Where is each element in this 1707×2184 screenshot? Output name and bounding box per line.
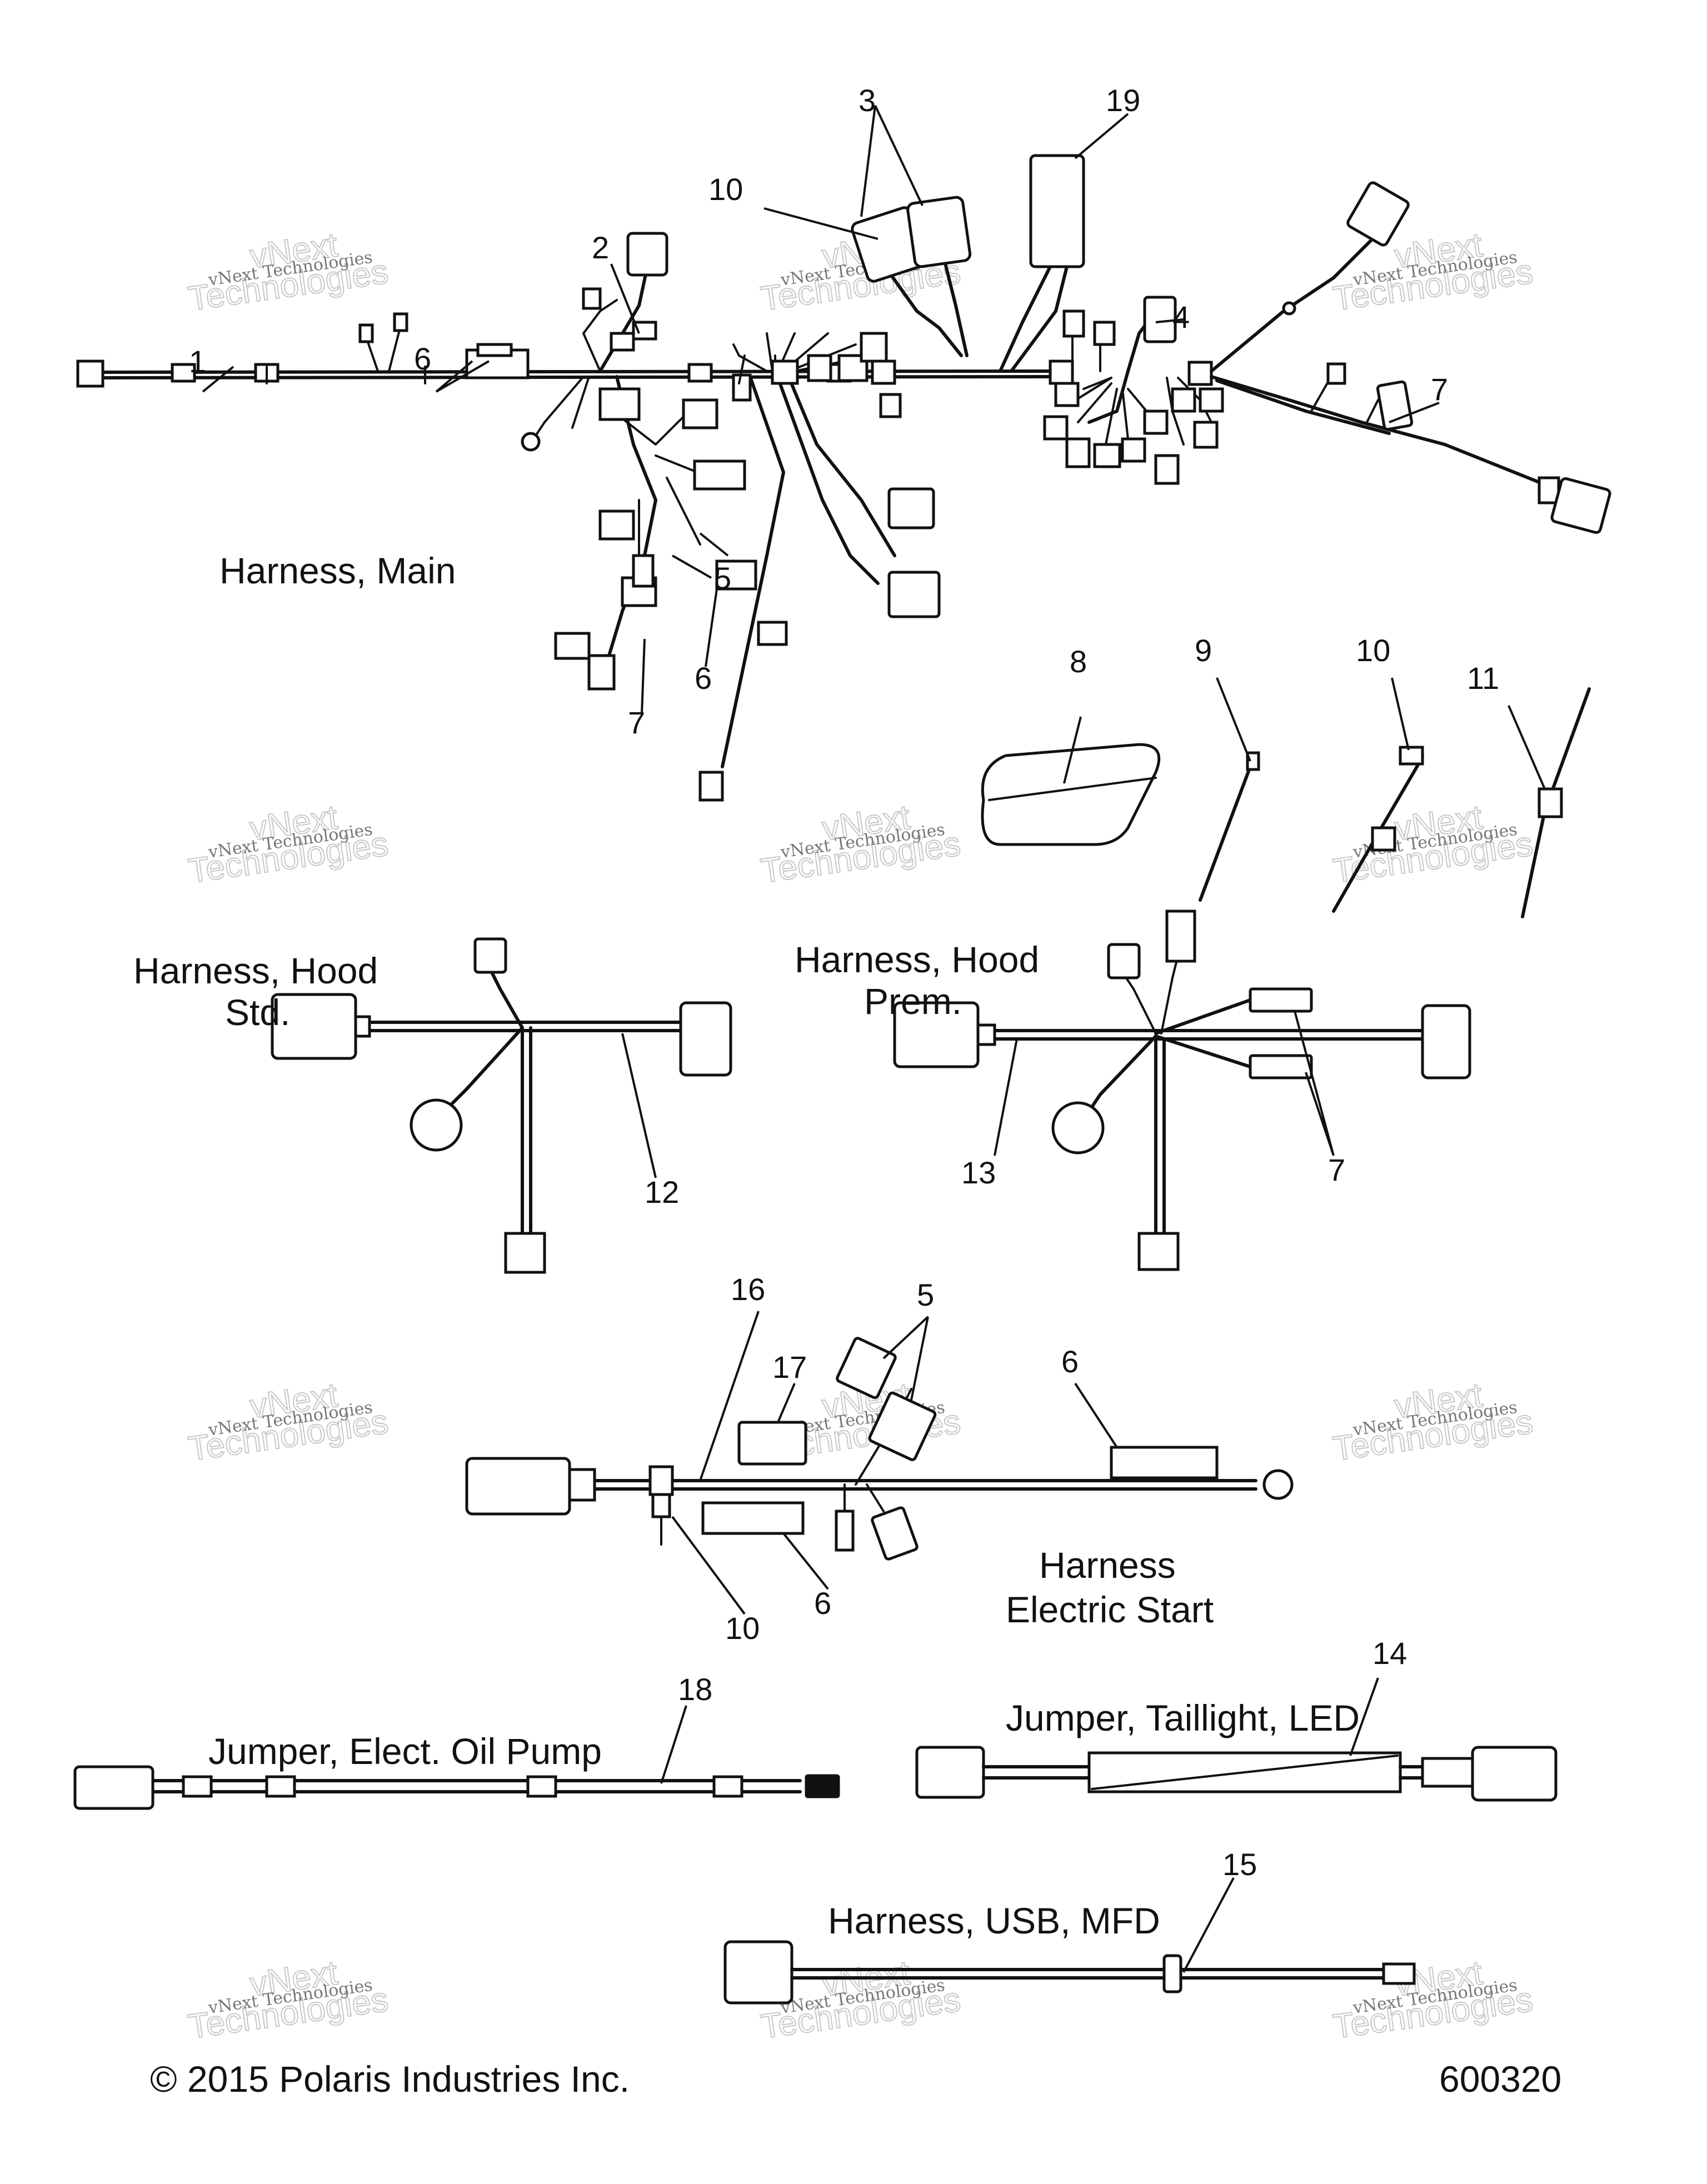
callout-18: 18 [678,1672,712,1707]
taillight-left-connector [915,1746,985,1799]
callout-17: 17 [772,1350,807,1385]
title-taillight: Jumper, Taillight, LED [1006,1697,1360,1738]
main-trunk-wire [96,369,1057,374]
hood-std-right-connector [679,1001,732,1077]
callout-10: 10 [1356,633,1390,668]
jumper-taillight [915,1746,1558,1802]
harness-titles: Harness, Main Harness, Hood Std. Harness… [133,550,1360,1941]
es-connector-item-17 [737,1421,807,1466]
electric-start-harness [465,1337,1294,1561]
figure-id: 600320 [1439,2058,1561,2100]
hood-std-harness [271,937,732,1274]
watermark: Technologies vNext vNext Technologies [758,797,964,891]
connector-item-2 [626,232,668,277]
watermark: Technologies vNext vNext Technologies [1330,225,1536,319]
callout-6: 6 [814,1586,831,1621]
callout-3: 3 [859,83,876,118]
callout-11: 11 [1467,661,1499,696]
connector-item-4 [1143,296,1177,343]
watermark: Technologies vNext vNext Technologies [186,225,391,319]
callout-5: 5 [917,1277,934,1312]
loose-parts [981,687,1591,918]
callout-6: 6 [414,341,431,376]
callout-9: 9 [1195,633,1212,668]
title-main: Harness, Main [219,550,456,591]
title-electric-start: Harness [1039,1545,1176,1586]
callout-15: 15 [1222,1847,1257,1882]
title-hood-std-sub: Std. [225,992,290,1033]
callout-1: 1 [189,344,206,379]
title-hood-std: Harness, Hood [133,950,378,991]
callout-14: 14 [1372,1636,1407,1671]
title-hood-prem-sub: Prem. [864,981,962,1022]
callouts: 1 2 3 4 5 6 6 7 7 10 19 8 9 10 11 12 13 … [189,83,1499,1882]
main-harness [76,154,1611,802]
taillight-right-connector [1471,1746,1558,1802]
copyright-text: © 2015 Polaris Industries Inc. [150,2058,630,2100]
hood-prem-right-connector [1421,1004,1471,1079]
title-oil-pump: Jumper, Elect. Oil Pump [208,1731,602,1772]
usb-grommet [1162,1954,1182,1993]
hood-prem-item-7-connector-b [1249,1054,1313,1079]
oil-pump-right-connector [805,1774,840,1798]
connector-upper-right [1346,181,1410,247]
es-left-connector [465,1457,571,1516]
part-8-sleeve [981,743,1161,846]
title-hood-prem: Harness, Hood [795,939,1039,980]
callout-8: 8 [1070,644,1087,679]
callout-2: 2 [592,230,609,265]
callout-6: 6 [1061,1344,1079,1379]
callout-7: 7 [1431,372,1448,407]
watermark: Technologies vNext vNext Technologies [186,1953,391,2047]
callout-16: 16 [731,1272,765,1307]
callout-13: 13 [961,1155,996,1190]
es-connector-item-6-upper [1110,1446,1219,1480]
es-connector-item-5-a [836,1337,897,1400]
watermark: Technologies vNext vNext Technologies [1330,1953,1536,2047]
es-connector-item-6-lower [701,1501,805,1535]
oil-pump-left-connector [73,1765,154,1810]
usb-left-connector [723,1940,793,2005]
callout-7: 7 [1328,1152,1345,1187]
hood-prem-fuse [1165,909,1196,963]
part-9-tie [1199,754,1257,902]
jumper-oil-pump [73,1765,840,1810]
usb-right-connector [1382,1962,1416,1985]
es-ring-terminal [1262,1469,1294,1500]
title-electric-start-sub: Electric Start [1006,1589,1214,1630]
callout-6: 6 [695,661,712,696]
watermark: Technologies vNext vNext Technologies [1330,797,1536,891]
callout-12: 12 [645,1175,679,1210]
watermark: Technologies vNext vNext Technologies [186,797,391,891]
callout-7: 7 [628,705,645,740]
component-item-19 [1029,154,1085,268]
watermark: Technologies vNext vNext Technologies [186,1375,391,1469]
callout-4: 4 [1172,299,1190,334]
hood-prem-round-connector [1051,1101,1105,1155]
harness-usb [723,1940,1416,2005]
callout-10: 10 [725,1611,760,1646]
hood-prem-harness [893,909,1471,1271]
leader-lines [202,105,1546,1973]
main-end-connector [76,359,104,388]
watermark: Technologies vNext vNext Technologies [1330,1375,1536,1469]
es-connector-item-5-b [868,1391,937,1461]
connector-large [887,571,941,618]
callout-10: 10 [708,172,743,207]
hood-prem-item-7-connector-a [1249,987,1313,1013]
title-usb: Harness, USB, MFD [828,1900,1160,1941]
callout-19: 19 [1106,83,1140,118]
connector-item-7-right [1376,380,1414,431]
connector-far-right [1550,477,1611,534]
connector-item-3b [906,196,972,268]
callout-5: 5 [714,561,731,596]
hood-std-round-connector [410,1098,463,1152]
